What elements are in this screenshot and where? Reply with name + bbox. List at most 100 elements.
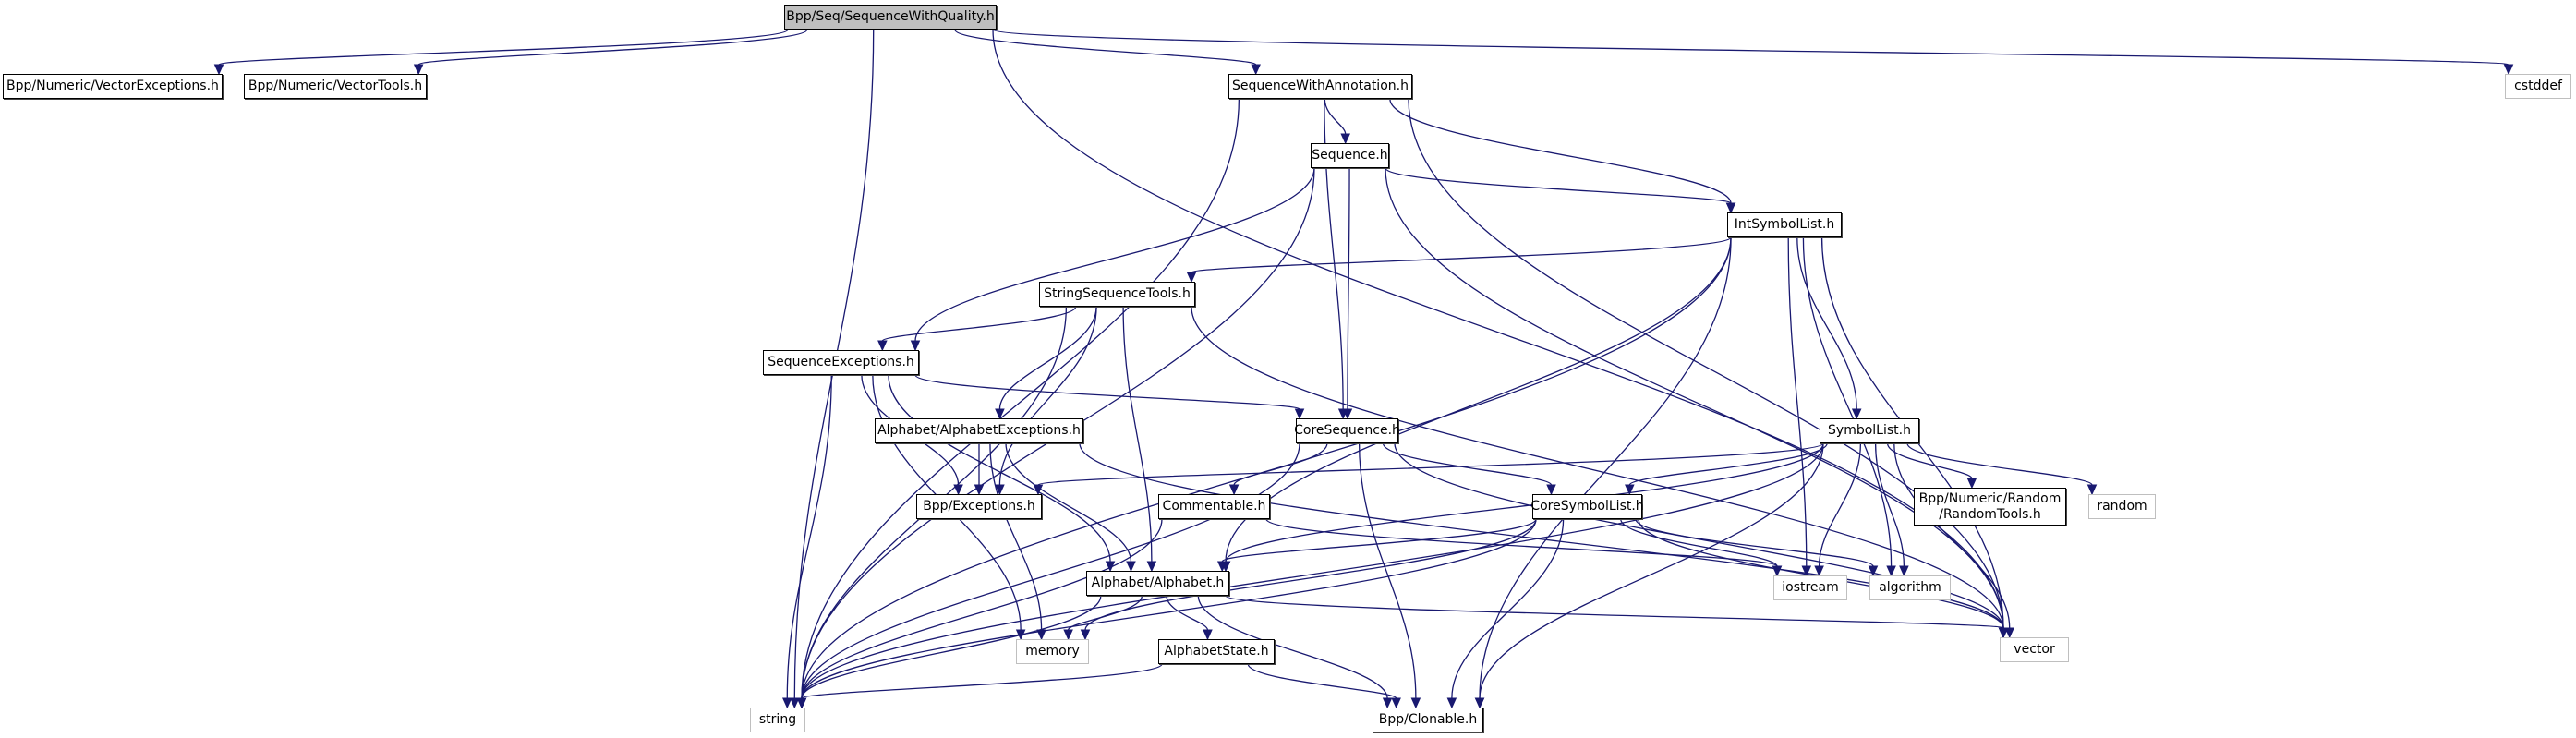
- edge-alphexc-to-memory: [989, 442, 1043, 631]
- arrowhead-icon: [1851, 408, 1862, 420]
- edge-swa-to-vector: [1408, 98, 2004, 629]
- node-sequence-exceptions[interactable]: SequenceExceptions.h: [763, 350, 919, 375]
- arrowhead-icon: [974, 484, 985, 496]
- edge-symlist-to-alphabet: [1225, 442, 1824, 563]
- node-core-symbol-list[interactable]: CoreSymbolList.h: [1530, 494, 1644, 519]
- edge-isl-to-symlist: [1796, 236, 1857, 410]
- arrowhead-icon: [413, 64, 424, 76]
- arrowhead-icon: [1801, 565, 1812, 577]
- edge-isl-to-algorithm: [1802, 236, 1893, 567]
- edge-coreseq-to-clonable: [1358, 442, 1417, 699]
- node-sequence[interactable]: Sequence.h: [1311, 143, 1389, 168]
- edge-swq-to-vector: [992, 29, 2004, 629]
- node-vector-exceptions[interactable]: Bpp/Numeric/VectorExceptions.h: [3, 74, 223, 99]
- arrowhead-icon: [1203, 629, 1213, 641]
- edge-alphabet-to-alphstate: [1166, 595, 1209, 631]
- edge-sst-to-alphabet: [1122, 306, 1153, 563]
- arrowhead-icon: [1251, 64, 1261, 76]
- edge-alphstate-to-clonable: [1247, 663, 1397, 699]
- edge-isl-to-iostream: [1787, 236, 1808, 567]
- node-clonable[interactable]: Bpp/Clonable.h: [1373, 708, 1483, 732]
- arrowhead-icon: [995, 408, 1005, 420]
- arrowhead-icon: [1342, 408, 1353, 420]
- edge-seq-to-coreseq: [1347, 167, 1350, 410]
- arrowhead-icon: [782, 697, 792, 709]
- arrowhead-icon: [213, 64, 224, 76]
- node-symbol-list[interactable]: SymbolList.h: [1820, 418, 1919, 443]
- edge-comment-to-string: [801, 518, 1163, 699]
- arrowhead-icon: [1998, 627, 2009, 639]
- arrowhead-icon: [1814, 565, 1824, 577]
- arrowhead-icon: [1966, 478, 1977, 490]
- edge-isl-to-sst: [1191, 236, 1732, 273]
- node-alphabet-state[interactable]: AlphabetState.h: [1158, 639, 1275, 664]
- node-random: random: [2088, 494, 2156, 519]
- node-core-sequence[interactable]: CoreSequence.h: [1294, 418, 1400, 443]
- arrowhead-icon: [1033, 484, 1044, 496]
- edge-coresym-to-string: [801, 518, 1537, 699]
- node-memory: memory: [1016, 639, 1089, 664]
- node-string-sequence-tools[interactable]: StringSequenceTools.h: [1039, 282, 1195, 307]
- edge-sst-to-alphexc: [998, 306, 1097, 410]
- edge-coresym-to-alphabet: [1221, 518, 1537, 563]
- arrowhead-icon: [1899, 565, 1909, 577]
- arrowhead-icon: [1868, 565, 1879, 577]
- edge-coresym-to-algorithm: [1635, 518, 1874, 567]
- edge-alphabet-to-memory: [1067, 595, 1143, 631]
- node-vector: vector: [2000, 637, 2069, 662]
- edge-isl-to-alphabet: [1225, 236, 1732, 563]
- edge-symlist-to-iostream: [1818, 442, 1862, 567]
- edge-alphabet-to-clonable: [1197, 595, 1388, 699]
- edge-seq-to-isl: [1385, 167, 1732, 204]
- arrowhead-icon: [995, 484, 1005, 496]
- edge-sst-to-seqexc: [881, 306, 1077, 342]
- edge-symlist-to-random: [1906, 442, 2093, 486]
- edge-symlist-to-algorithm: [1874, 442, 1905, 567]
- node-exceptions[interactable]: Bpp/Exceptions.h: [916, 494, 1042, 519]
- node-commentable[interactable]: Commentable.h: [1158, 494, 1270, 519]
- edge-swa-to-isl: [1389, 98, 1732, 204]
- edge-symlist-to-string: [801, 442, 1824, 699]
- arrowhead-icon: [1216, 561, 1228, 573]
- edge-seq-to-seqexc: [914, 167, 1315, 342]
- edge-symlist-to-clonable: [1479, 442, 1824, 699]
- arrowhead-icon: [1410, 697, 1421, 709]
- node-algorithm: algorithm: [1869, 575, 1951, 600]
- node-alphabet[interactable]: Alphabet/Alphabet.h: [1086, 571, 1229, 596]
- node-alphabet-exceptions[interactable]: Alphabet/AlphabetExceptions.h: [875, 418, 1083, 443]
- arrowhead-icon: [2004, 627, 2014, 639]
- node-int-symbol-list[interactable]: IntSymbolList.h: [1727, 212, 1842, 237]
- node-string: string: [750, 708, 805, 732]
- arrowhead-icon: [1294, 408, 1305, 420]
- arrowhead-icon: [877, 340, 888, 352]
- arrowhead-icon: [1186, 272, 1197, 284]
- node-vector-tools[interactable]: Bpp/Numeric/VectorTools.h: [244, 74, 427, 99]
- arrowhead-icon: [1382, 697, 1393, 709]
- arrowhead-icon: [1625, 484, 1635, 496]
- edge-symlist-to-exc: [1037, 442, 1824, 486]
- edge-coreseq-to-string: [801, 442, 1300, 699]
- arrowhead-icon: [1080, 629, 1091, 641]
- node-sequence-with-annotation[interactable]: SequenceWithAnnotation.h: [1228, 74, 1412, 99]
- arrowhead-icon: [1391, 697, 1401, 709]
- arrowhead-icon: [2086, 484, 2098, 496]
- edge-alphexc-to-vector: [1079, 442, 2004, 629]
- arrowhead-icon: [1725, 202, 1736, 214]
- edge-seqexc-to-string: [786, 374, 832, 699]
- edge-alphexc-to-alphabet: [1005, 442, 1132, 563]
- arrowhead-icon: [910, 340, 921, 352]
- node-random-tools[interactable]: Bpp/Numeric/Random /RandomTools.h: [1914, 488, 2066, 526]
- edge-alphabet-to-vector: [1225, 595, 2004, 629]
- edge-alphstate-to-string: [801, 663, 1163, 699]
- edge-alphabet-to-string: [801, 595, 1102, 699]
- edge-isl-to-clonable: [1479, 236, 1732, 699]
- arrowhead-icon: [2503, 64, 2514, 76]
- arrowhead-icon: [1063, 629, 1073, 641]
- edge-symlist-to-randtools: [1886, 442, 1973, 479]
- node-cstddef: cstddef: [2505, 74, 2571, 99]
- arrowhead-icon: [1886, 565, 1896, 577]
- arrowhead-icon: [1340, 133, 1350, 145]
- edge-sst-to-exc: [998, 306, 1097, 486]
- edge-seq-to-vector: [1385, 167, 2004, 629]
